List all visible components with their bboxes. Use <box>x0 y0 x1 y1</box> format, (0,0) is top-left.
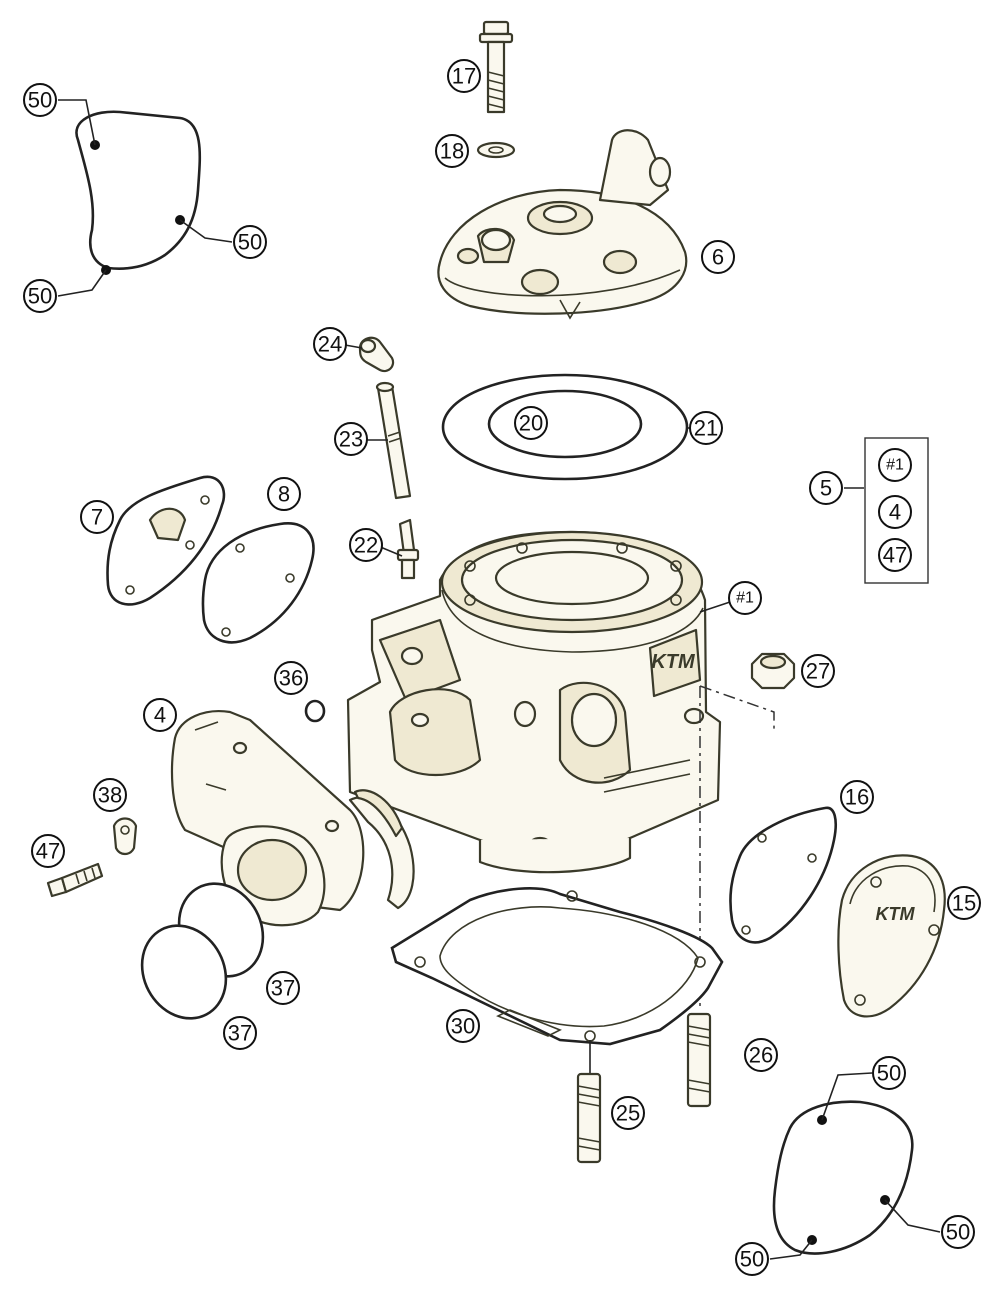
svg-text:27: 27 <box>806 659 830 684</box>
cover-logo-text: KTM <box>876 904 916 924</box>
svg-text:18: 18 <box>440 139 464 164</box>
gasket-16 <box>729 806 837 944</box>
callout-30: 30 <box>446 1009 480 1043</box>
svg-text:50: 50 <box>28 88 52 113</box>
callout-27: 27 <box>801 654 835 688</box>
svg-text:7: 7 <box>91 505 103 530</box>
callout-24: 24 <box>313 327 347 361</box>
bolt-17 <box>478 20 514 114</box>
nut-27 <box>750 652 796 690</box>
svg-text:5: 5 <box>820 476 832 501</box>
callout-50-top-left-1: 50 <box>23 83 57 117</box>
callout-50-top-left-2: 50 <box>233 225 267 259</box>
callout-18: 18 <box>435 134 469 168</box>
callout-37-upper: 37 <box>266 971 300 1005</box>
washer-18 <box>476 141 516 159</box>
callout-47: 47 <box>31 834 65 868</box>
screw-47 <box>46 862 104 898</box>
gasket-8 <box>201 522 315 644</box>
svg-text:38: 38 <box>98 783 122 808</box>
svg-text:6: 6 <box>712 245 724 270</box>
svg-text:50: 50 <box>740 1247 764 1272</box>
cylinder-1: KTM <box>346 530 722 874</box>
callout-16: 16 <box>840 780 874 814</box>
cylinder-head-6 <box>437 129 688 320</box>
oring-37-lower <box>140 924 228 1020</box>
svg-text:#1: #1 <box>886 457 904 474</box>
svg-text:37: 37 <box>271 976 295 1001</box>
callout-1: #1 <box>728 581 762 615</box>
svg-text:20: 20 <box>519 411 543 436</box>
stud-25 <box>576 1072 602 1164</box>
svg-text:25: 25 <box>616 1101 640 1126</box>
kit-item-47: 47 <box>878 538 912 572</box>
svg-text:22: 22 <box>354 533 378 558</box>
nipple-22 <box>396 518 420 580</box>
svg-text:8: 8 <box>278 482 290 507</box>
gasket-7 <box>106 475 226 606</box>
svg-text:4: 4 <box>889 500 901 525</box>
callout-7: 7 <box>80 500 114 534</box>
callout-23: 23 <box>334 422 368 456</box>
callout-6: 6 <box>701 240 735 274</box>
callout-21: 21 <box>689 411 723 445</box>
hose-23 <box>375 381 412 500</box>
svg-text:50: 50 <box>28 284 52 309</box>
svg-text:50: 50 <box>946 1220 970 1245</box>
callout-25: 25 <box>611 1096 645 1130</box>
callout-22: 22 <box>349 528 383 562</box>
oring-36 <box>304 699 326 723</box>
callout-17: 17 <box>447 59 481 93</box>
svg-text:15: 15 <box>952 891 976 916</box>
svg-text:16: 16 <box>845 785 869 810</box>
oring-20 <box>487 389 643 459</box>
svg-text:30: 30 <box>451 1014 475 1039</box>
callout-38: 38 <box>93 778 127 812</box>
svg-text:36: 36 <box>279 666 303 691</box>
kit-item-4: 4 <box>878 495 912 529</box>
callout-26: 26 <box>744 1038 778 1072</box>
svg-text:47: 47 <box>36 839 60 864</box>
callout-37-lower: 37 <box>223 1016 257 1050</box>
svg-text:#1: #1 <box>736 590 754 607</box>
svg-text:21: 21 <box>694 416 718 441</box>
gasket-bottom-right <box>772 1100 914 1255</box>
kit-item-1: #1 <box>878 448 912 482</box>
cover-15: KTM <box>837 854 946 1018</box>
callout-50-bottom-right-2: 50 <box>941 1215 975 1249</box>
svg-text:17: 17 <box>452 64 476 89</box>
callout-50-top-left-3: 50 <box>23 279 57 313</box>
svg-text:23: 23 <box>339 427 363 452</box>
svg-text:47: 47 <box>883 543 907 568</box>
svg-text:26: 26 <box>749 1043 773 1068</box>
gasket-top-left <box>75 110 202 275</box>
cylinder-logo-text: KTM <box>651 651 696 673</box>
callout-36: 36 <box>274 661 308 695</box>
callout-15: 15 <box>947 886 981 920</box>
svg-text:50: 50 <box>238 230 262 255</box>
svg-text:37: 37 <box>228 1021 252 1046</box>
callout-5: 5 <box>809 471 843 505</box>
callout-50-bottom-right-1: 50 <box>872 1056 906 1090</box>
plate-38 <box>112 817 138 856</box>
base-gasket-30 <box>390 887 724 1046</box>
callout-4: 4 <box>143 698 177 732</box>
svg-text:50: 50 <box>877 1061 901 1086</box>
elbow-fitting-24 <box>358 336 395 373</box>
svg-text:4: 4 <box>154 703 166 728</box>
callout-20: 20 <box>514 406 548 440</box>
svg-text:24: 24 <box>318 332 342 357</box>
callout-50-bottom-right-3: 50 <box>735 1242 769 1276</box>
callout-8: 8 <box>267 477 301 511</box>
stud-26 <box>686 1012 712 1108</box>
